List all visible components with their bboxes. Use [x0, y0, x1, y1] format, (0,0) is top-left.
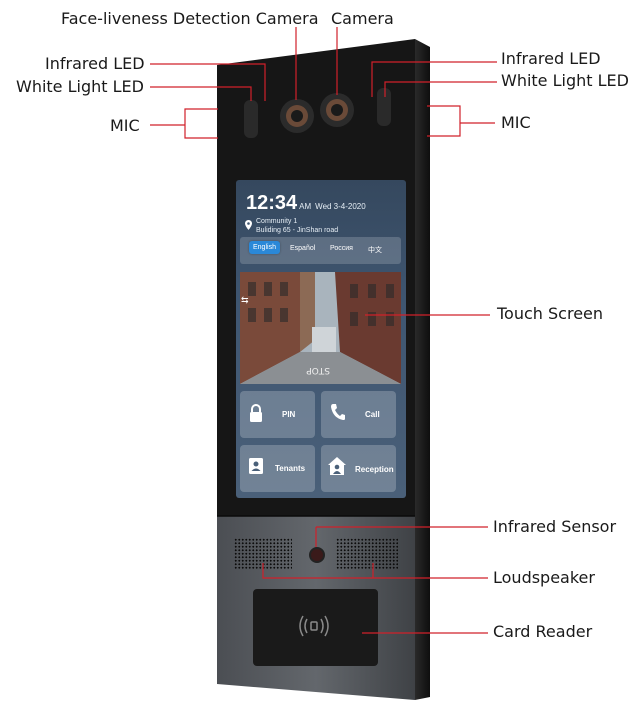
- pin-label: PIN: [282, 410, 296, 419]
- label-infrared-sensor: Infrared Sensor: [493, 517, 617, 536]
- svg-text:STOP: STOP: [306, 365, 330, 375]
- label-card-reader: Card Reader: [493, 622, 593, 641]
- label-infrared-led-right: Infrared LED: [501, 49, 601, 68]
- label-infrared-led-left: Infrared LED: [45, 54, 145, 73]
- label-touch-screen: Touch Screen: [497, 304, 604, 323]
- address-line-2: Buliding 65 - JinShan road: [256, 227, 339, 234]
- label-mic-right: MIC: [501, 113, 531, 132]
- switch-camera-icon[interactable]: ⇆: [241, 295, 249, 305]
- label-white-light-led-right: White Light LED: [501, 71, 628, 90]
- language-russian[interactable]: Россия: [330, 245, 353, 252]
- call-tile[interactable]: Call: [321, 391, 396, 438]
- label-camera: Camera: [331, 9, 394, 28]
- language-chinese[interactable]: 中文: [368, 247, 382, 254]
- pin-tile[interactable]: PIN: [240, 391, 315, 438]
- tenants-label: Tenants: [275, 464, 306, 473]
- location-pin-icon: [245, 220, 252, 230]
- label-mic-left: MIC: [110, 116, 140, 135]
- right-speaker-grille: [336, 538, 398, 570]
- infrared-sensor: [309, 547, 325, 563]
- clock-time: 12:34: [246, 192, 298, 214]
- clock-ampm: AM: [299, 202, 312, 211]
- label-white-light-led-left: White Light LED: [16, 77, 144, 96]
- contact-card-icon: [249, 458, 263, 474]
- address: Community 1 Buliding 65 - JinShan road: [256, 217, 338, 235]
- nfc-icon: [299, 615, 329, 637]
- clock-date: Wed 3-4-2020: [315, 202, 366, 211]
- label-face-liveness-camera: Face-liveness Detection Camera: [61, 9, 319, 28]
- language-espanol[interactable]: Español: [290, 245, 316, 252]
- reception-label: Reception: [355, 465, 394, 474]
- label-loudspeaker: Loudspeaker: [493, 568, 595, 587]
- language-english[interactable]: English: [249, 241, 280, 254]
- camera-preview: STOP: [240, 272, 401, 384]
- address-line-1: Community 1: [256, 218, 298, 225]
- tenants-tile[interactable]: Tenants: [240, 445, 315, 492]
- reception-tile[interactable]: Reception: [321, 445, 396, 492]
- call-label: Call: [365, 410, 380, 419]
- lock-icon: [250, 404, 262, 422]
- house-person-icon: [328, 457, 346, 475]
- language-bar: English Español Россия 中文: [240, 237, 401, 264]
- phone-icon: [331, 404, 345, 420]
